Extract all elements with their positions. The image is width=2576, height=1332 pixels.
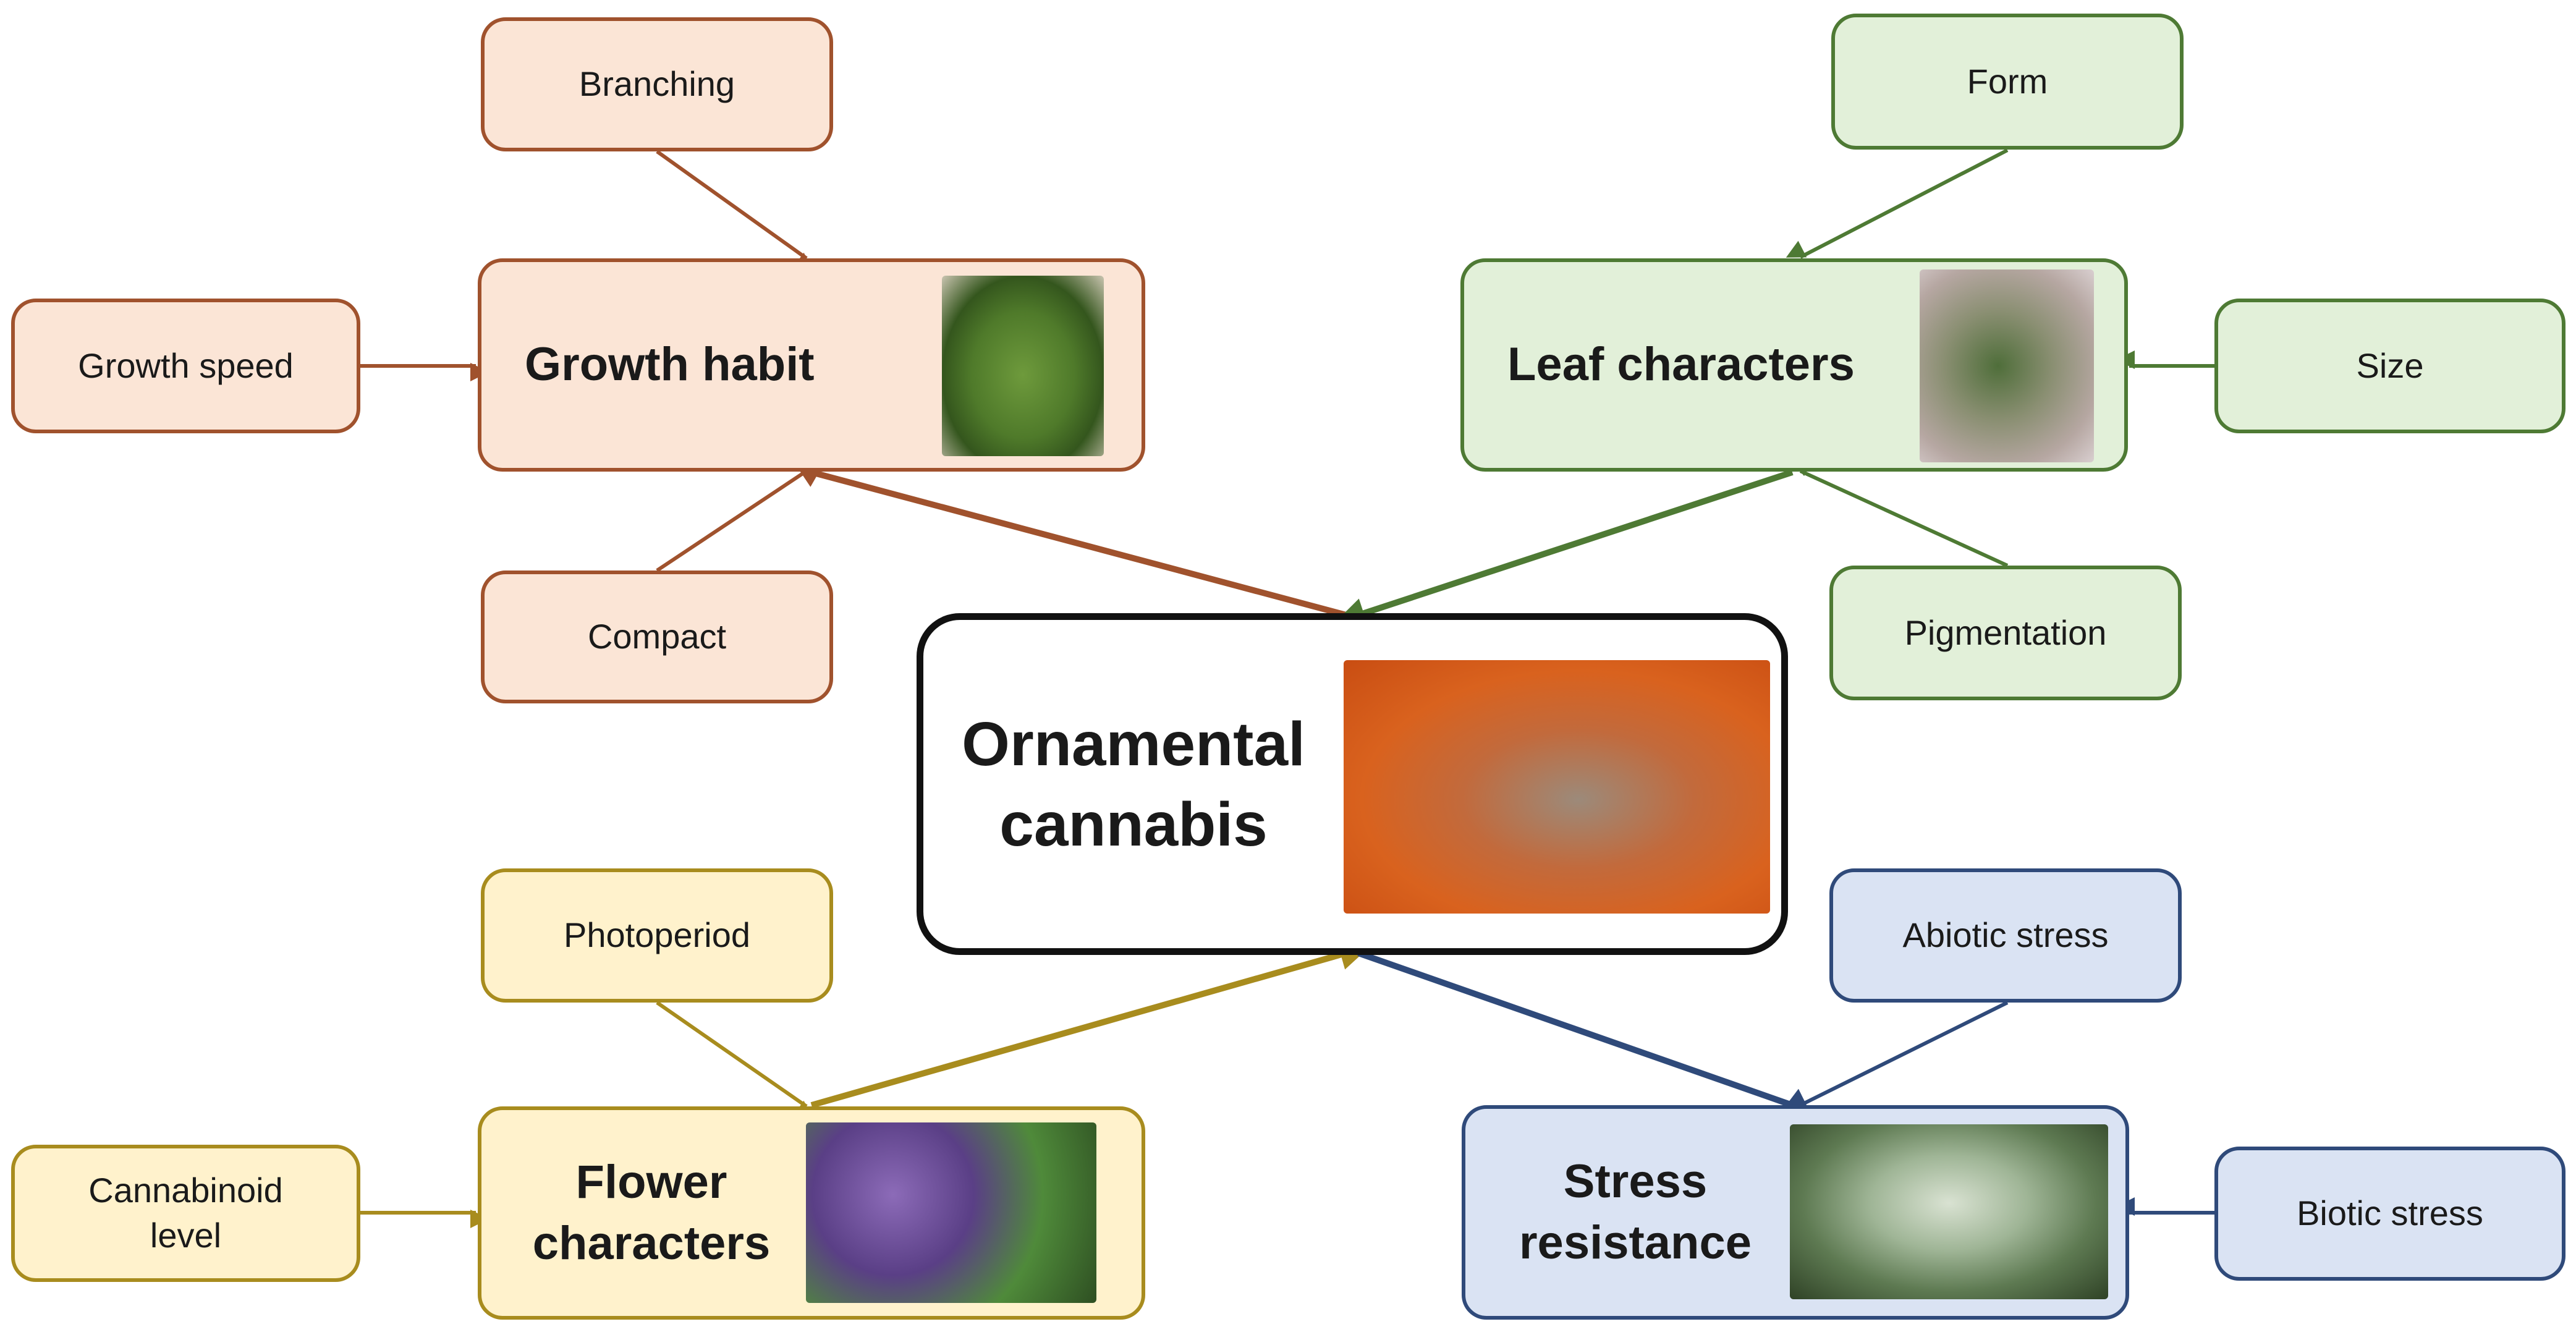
compact-node: Compact [481, 571, 833, 703]
abiotic-stress-label: Abiotic stress [1902, 915, 2109, 955]
center-title-line2: cannabis [999, 789, 1268, 859]
flower-characters-node: Flower characters [478, 1106, 1145, 1320]
growth-habit-photo [942, 276, 1104, 456]
edge-form-to-leaf [1786, 148, 2009, 259]
biotic-stress-node: Biotic stress [2214, 1147, 2565, 1281]
flower-title-line2: characters [532, 1216, 771, 1270]
cannabinoid-level-label: Cannabinoid level [88, 1168, 282, 1258]
cannabinoid-level-node: Cannabinoid level [11, 1145, 360, 1282]
flower-characters-photo [806, 1122, 1096, 1303]
branching-label: Branching [578, 64, 735, 104]
leaf-characters-title: Leaf characters [1507, 338, 1855, 391]
edge-growth-to-center [810, 469, 1357, 629]
biotic-stress-label: Biotic stress [2297, 1194, 2483, 1233]
edge-abiotic-to-stress [1786, 1001, 2009, 1107]
leaf-characters-photo [1920, 269, 2094, 462]
edge-stress-to-center [1348, 940, 1794, 1108]
stress-title-line1: Stress [1563, 1155, 1708, 1208]
form-label: Form [1967, 61, 2048, 101]
edge-leaf-to-center [1344, 469, 1794, 618]
edge-compact-to-growth [656, 469, 821, 572]
pigmentation-label: Pigmentation [1904, 613, 2107, 652]
size-label: Size [2356, 346, 2424, 385]
flower-title-line1: Flower [575, 1155, 727, 1208]
flower-characters-title: Flower characters [506, 1152, 797, 1275]
photoperiod-node: Photoperiod [481, 868, 833, 1003]
stress-resistance-node: Stress resistance [1462, 1105, 2129, 1320]
leaf-characters-node: Leaf characters [1460, 258, 2128, 472]
size-node: Size [2214, 299, 2565, 433]
edge-photoperiod-to-flower [656, 1001, 814, 1119]
cannabinoid-line2: level [150, 1216, 222, 1255]
growth-speed-label: Growth speed [78, 346, 294, 385]
edge-flower-to-center [810, 950, 1360, 1108]
ornamental-cannabis-title: Ornamental cannabis [960, 704, 1307, 865]
stress-resistance-photo [1790, 1124, 2108, 1299]
growth-speed-node: Growth speed [11, 299, 360, 433]
stress-title-line2: resistance [1519, 1216, 1752, 1269]
ornamental-cannabis-node: Ornamental cannabis [917, 613, 1788, 955]
ornamental-cannabis-photo [1344, 660, 1770, 914]
center-title-line1: Ornamental [962, 709, 1305, 779]
edge-pigmentation-to-leaf [1791, 459, 2009, 567]
stress-resistance-title: Stress resistance [1490, 1152, 1781, 1274]
cannabinoid-line1: Cannabinoid [88, 1171, 283, 1210]
abiotic-stress-node: Abiotic stress [1829, 868, 2182, 1003]
growth-habit-title: Growth habit [525, 338, 815, 391]
compact-label: Compact [587, 617, 727, 656]
edge-branching-to-growth [656, 150, 814, 271]
growth-habit-node: Growth habit [478, 258, 1145, 472]
form-node: Form [1831, 14, 2184, 150]
photoperiod-label: Photoperiod [563, 915, 750, 955]
branching-node: Branching [481, 17, 833, 151]
pigmentation-node: Pigmentation [1829, 566, 2182, 700]
